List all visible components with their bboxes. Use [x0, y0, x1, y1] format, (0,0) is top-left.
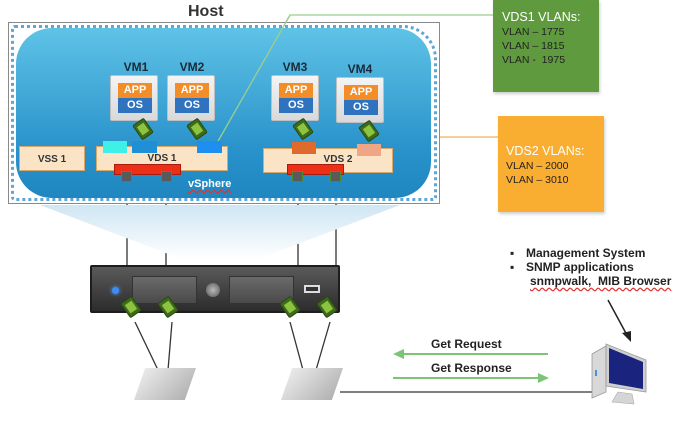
vlan-item: VLAN – 1815: [502, 40, 565, 52]
vlan-item: VLAN – 2000: [506, 160, 569, 172]
management-pc-icon[interactable]: [590, 342, 648, 408]
vss1-switch[interactable]: VSS 1: [19, 146, 85, 171]
physical-switch-icon[interactable]: [134, 368, 196, 400]
vds1-uplink-port: [161, 171, 172, 182]
host-title: Host: [188, 3, 224, 20]
vm3-label: VM3: [282, 60, 308, 74]
vm1-os-layer: OS: [118, 98, 152, 113]
vds1-port-group-1[interactable]: [103, 141, 127, 153]
vlan-item: VLAN – 3010: [506, 174, 569, 186]
vds1-port-group-3[interactable]: [197, 141, 222, 153]
vds2-vlans-title: VDS2 VLANs:: [506, 144, 585, 158]
get-request-label: Get Request: [431, 337, 502, 351]
vds1-vlans-title: VDS1 VLANs:: [502, 10, 581, 24]
vm2[interactable]: APP OS: [167, 75, 215, 121]
vds1-port-group-2[interactable]: [132, 141, 157, 153]
vds2-uplink-port: [330, 171, 341, 182]
nic-cable: [167, 321, 173, 371]
vds2-port-group-1[interactable]: [292, 142, 316, 154]
host-dotted-border: [11, 25, 437, 201]
management-pointer-arrow: [607, 299, 629, 338]
nic-cable: [315, 321, 331, 371]
vlan-item: VLAN – 1775: [502, 26, 565, 38]
vm3[interactable]: APP OS: [271, 75, 319, 121]
management-bullet: SNMP applications: [526, 260, 634, 274]
bullet-icon: ▪: [510, 246, 515, 260]
arrowhead: [393, 349, 404, 359]
vm4-label: VM4: [347, 62, 373, 76]
vm1-app-layer: APP: [118, 83, 152, 98]
nic-cable: [134, 321, 159, 371]
arrowhead: [622, 331, 631, 342]
vds1-vlans-box: VDS1 VLANs: VLAN – 1775 VLAN – 1815 VLAN…: [493, 0, 599, 92]
vlan-item: VLAN - 1975: [502, 54, 566, 66]
management-tools: snmpwalk, MIB Browser: [530, 274, 672, 288]
vm3-app-layer: APP: [279, 83, 313, 98]
vds1-callout-line: [212, 14, 291, 151]
get-response-label: Get Response: [431, 361, 512, 375]
vm4-os-layer: OS: [344, 100, 378, 115]
usb-port-icon: [304, 285, 320, 293]
vm1[interactable]: APP OS: [110, 75, 158, 121]
vm1-label: VM1: [123, 60, 149, 74]
physical-switch-icon[interactable]: [281, 368, 343, 400]
vds2-uplink-port: [292, 171, 303, 182]
vm2-label: VM2: [179, 60, 205, 74]
vm2-os-layer: OS: [175, 98, 209, 113]
arrowhead: [538, 373, 549, 383]
vm3-os-layer: OS: [279, 98, 313, 113]
vds2-port-group-2[interactable]: [357, 144, 381, 156]
nic-cable: [289, 321, 304, 371]
vds1-uplink-bar: [114, 164, 181, 175]
vm2-app-layer: APP: [175, 83, 209, 98]
vm4[interactable]: APP OS: [336, 77, 384, 123]
vm4-app-layer: APP: [344, 85, 378, 100]
vds2-uplink-bar: [287, 164, 344, 175]
vsphere-label: vSphere: [188, 178, 232, 190]
management-bullet: Management System: [526, 246, 646, 260]
vds1-uplink-port: [121, 171, 132, 182]
bullet-icon: ▪: [510, 260, 515, 274]
power-led-icon: [112, 287, 119, 294]
management-description: ▪ Management System ▪ SNMP applications sn…: [510, 246, 671, 288]
vds2-vlans-box: VDS2 VLANs: VLAN – 2000 VLAN – 3010: [498, 116, 604, 212]
power-button-icon: [206, 283, 220, 297]
